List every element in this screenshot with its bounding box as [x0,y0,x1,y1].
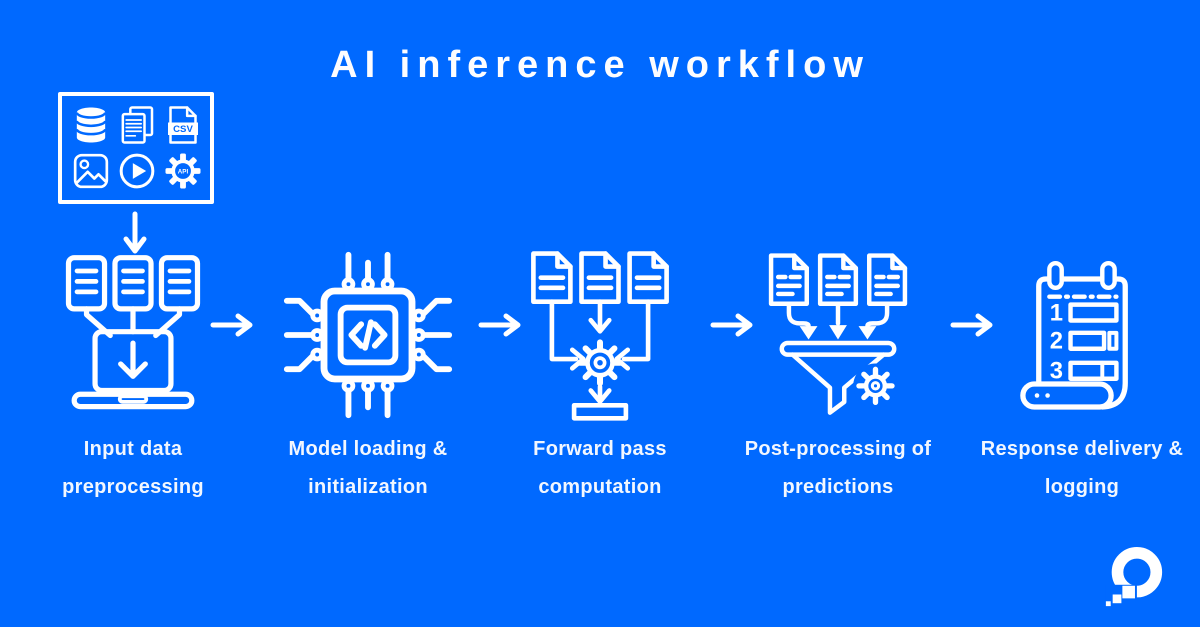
list-number-2: 2 [1050,327,1063,354]
arrow-right-icon [210,313,253,337]
csv-file-icon: CSV [168,106,198,144]
response-delivery-icon: 1 2 3 [970,246,1194,424]
arrow-down-icon [123,211,147,254]
code-brackets-glyph [348,319,388,351]
data-sources-box: CSV API [58,92,214,204]
clip [1047,260,1064,290]
step-label: Input data preprocessing [62,438,204,498]
post-processing-icon [726,246,950,424]
csv-label: CSV [173,124,193,135]
arrow-right-icon [710,313,753,337]
api-gear-icon: API [165,153,201,189]
arrow-right-icon [950,313,993,337]
page-title: AI inference workflow [330,44,870,86]
workflow-step-model-loading: Model loading & initialization [256,246,480,506]
documents-icon [121,106,154,144]
clip [1100,260,1117,290]
step-label: Response delivery & logging [980,438,1184,498]
gear-icon [856,366,895,406]
input-preprocessing-icon [21,246,245,424]
video-play-icon [119,153,155,189]
forward-pass-icon [488,246,712,424]
model-loading-icon [256,246,480,424]
api-label: API [178,169,189,176]
list-number-1: 1 [1050,299,1063,326]
workflow-step-post-processing: Post-processing of predictions [726,246,950,506]
workflow-step-response-delivery: 1 2 3 Response delivery & logging [970,246,1194,506]
workflow-step-input-preprocessing: Input data preprocessing [21,246,245,506]
database-icon [75,107,107,143]
digitalocean-logo [1102,546,1166,615]
step-label: Post-processing of predictions [744,438,932,498]
gear-icon [576,339,624,387]
list-number-3: 3 [1050,357,1063,384]
image-icon [73,153,109,189]
workflow-step-forward-pass: Forward pass computation [488,246,712,506]
funnel-shape [779,340,897,415]
step-label: Model loading & initialization [288,438,448,498]
arrow-right-icon [478,313,521,337]
scroll-roll [1020,380,1114,410]
step-label: Forward pass computation [533,438,667,498]
